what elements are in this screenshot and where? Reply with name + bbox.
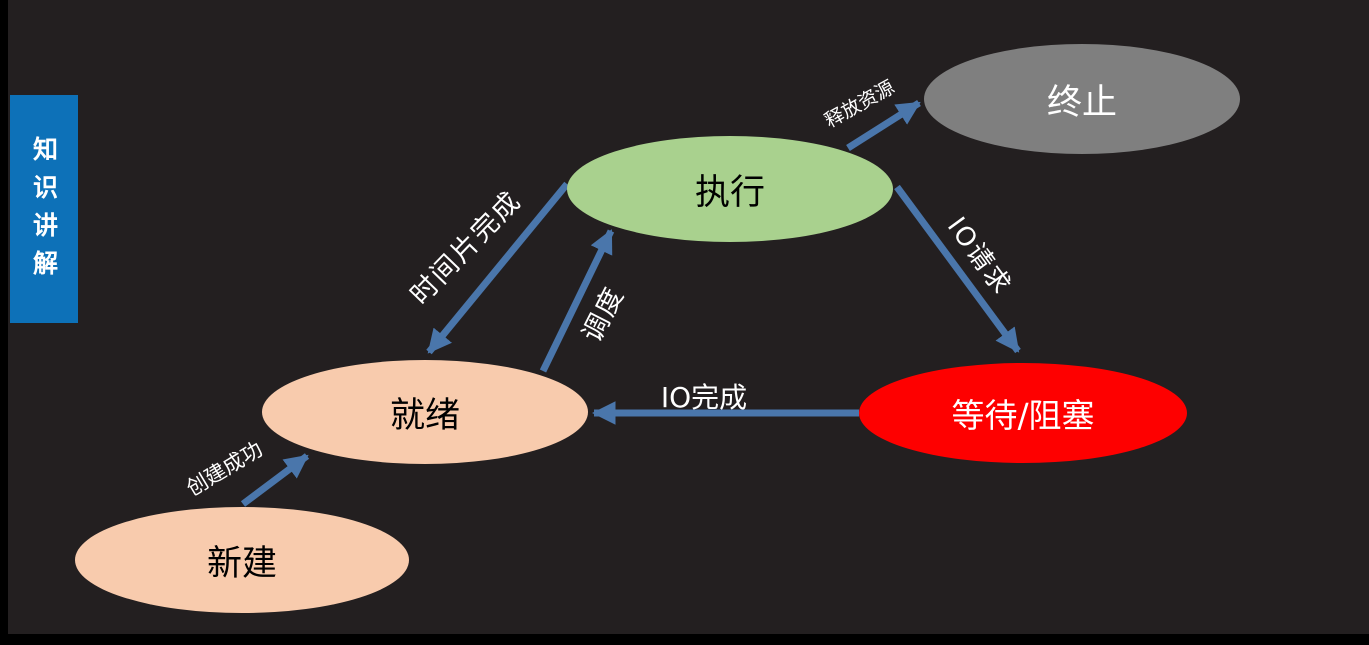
state-node-new-label: 新建 xyxy=(206,543,277,584)
edge-io-request-arrow xyxy=(894,184,1021,354)
section-banner: 知识讲解 xyxy=(10,95,78,323)
section-banner-label: 知识讲解 xyxy=(29,136,59,288)
left-black-strip xyxy=(0,0,8,645)
state-node-ready-label: 就绪 xyxy=(389,395,460,436)
state-node-terminated-label: 终止 xyxy=(1046,82,1117,123)
edge-timeslice-complete-arrow xyxy=(426,181,570,355)
edge-create-success-arrow xyxy=(240,453,310,507)
edge-release-resources-arrow xyxy=(846,100,921,151)
state-node-terminated: 终止 xyxy=(924,44,1240,154)
edge-schedule-arrow xyxy=(539,229,615,373)
state-node-running: 执行 xyxy=(567,136,893,242)
state-node-ready: 就绪 xyxy=(262,360,588,464)
state-node-blocked: 等待/阻塞 xyxy=(859,363,1187,463)
state-node-new: 新建 xyxy=(75,507,409,613)
state-node-blocked-label: 等待/阻塞 xyxy=(951,396,1095,435)
state-node-running-label: 执行 xyxy=(694,172,765,213)
edge-label-io-complete: IO完成 xyxy=(660,381,748,414)
bottom-black-strip xyxy=(0,634,1369,645)
